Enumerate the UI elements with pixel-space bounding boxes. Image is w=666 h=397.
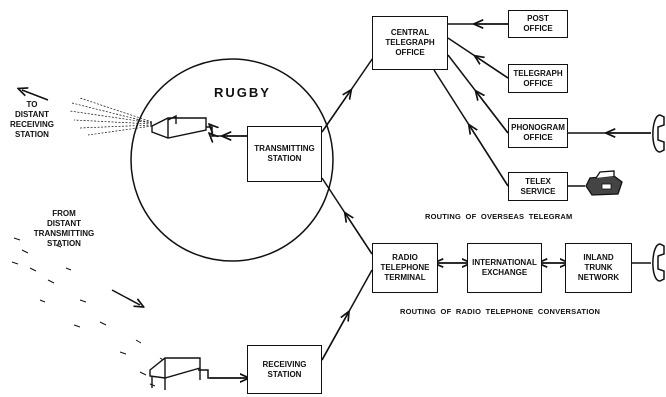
- central-telegraph-office-label: CENTRAL TELEGRAPH OFFICE: [385, 28, 435, 57]
- international-exchange-box: INTERNATIONAL EXCHANGE: [467, 243, 542, 293]
- telex-service-box: TELEX SERVICE: [508, 172, 568, 201]
- to-distant-label: TO DISTANT RECEIVING STATION: [9, 100, 54, 139]
- incoming-signal: [11, 237, 166, 387]
- telephone-icon: [652, 114, 665, 153]
- receiving-station-box: RECEIVING STATION: [247, 345, 322, 394]
- phonogram-office-label: PHONOGRAM OFFICE: [511, 123, 565, 142]
- transmit-feed-line: [206, 127, 247, 136]
- transmitting-station-box: TRANSMITTING STATION: [247, 126, 322, 182]
- receiving-building-icon: [149, 357, 201, 390]
- receiving-station-label: RECEIVING STATION: [262, 359, 307, 379]
- inland-trunk-network-box: INLAND TRUNK NETWORK: [565, 243, 632, 293]
- post-office-box: POST OFFICE: [508, 10, 568, 38]
- radio-telephone-caption: ROUTING OF RADIO TELEPHONE CONVERSATION: [400, 307, 601, 316]
- telegraph-office-label: TELEGRAPH OFFICE: [513, 68, 563, 88]
- transmitting-station-label: TRANSMITTING STATION: [254, 144, 315, 163]
- to-distant-arrow: [22, 90, 49, 101]
- radio-telephone-terminal-label: RADIO TELEPHONE TERMINAL: [380, 253, 430, 282]
- transmit-beam: [69, 97, 153, 136]
- inland-trunk-network-label: INLAND TRUNK NETWORK: [577, 253, 620, 282]
- central-telegraph-office-box: CENTRAL TELEGRAPH OFFICE: [372, 16, 448, 70]
- from-distant-label: FROM DISTANT TRANSMITTING STATION: [33, 209, 95, 248]
- post-office-label: POST OFFICE: [523, 14, 553, 33]
- phonogram-office-box: PHONOGRAM OFFICE: [508, 118, 568, 148]
- receive-feed-line: [198, 369, 247, 379]
- antenna-building-icon: [151, 114, 207, 139]
- radio-telephone-terminal-box: RADIO TELEPHONE TERMINAL: [372, 243, 438, 293]
- telegraph-office-box: TELEGRAPH OFFICE: [508, 64, 568, 93]
- from-distant-arrow: [111, 289, 140, 305]
- telephone-icon-2: [652, 243, 665, 282]
- international-exchange-label: INTERNATIONAL EXCHANGE: [472, 258, 537, 277]
- telex-service-label: TELEX SERVICE: [520, 176, 556, 196]
- rugby-circle: [130, 58, 334, 262]
- rugby-label: RUGBY: [214, 85, 271, 100]
- overseas-telegram-caption: ROUTING OF OVERSEAS TELEGRAM: [425, 212, 573, 221]
- telex-machine-icon: [585, 170, 623, 196]
